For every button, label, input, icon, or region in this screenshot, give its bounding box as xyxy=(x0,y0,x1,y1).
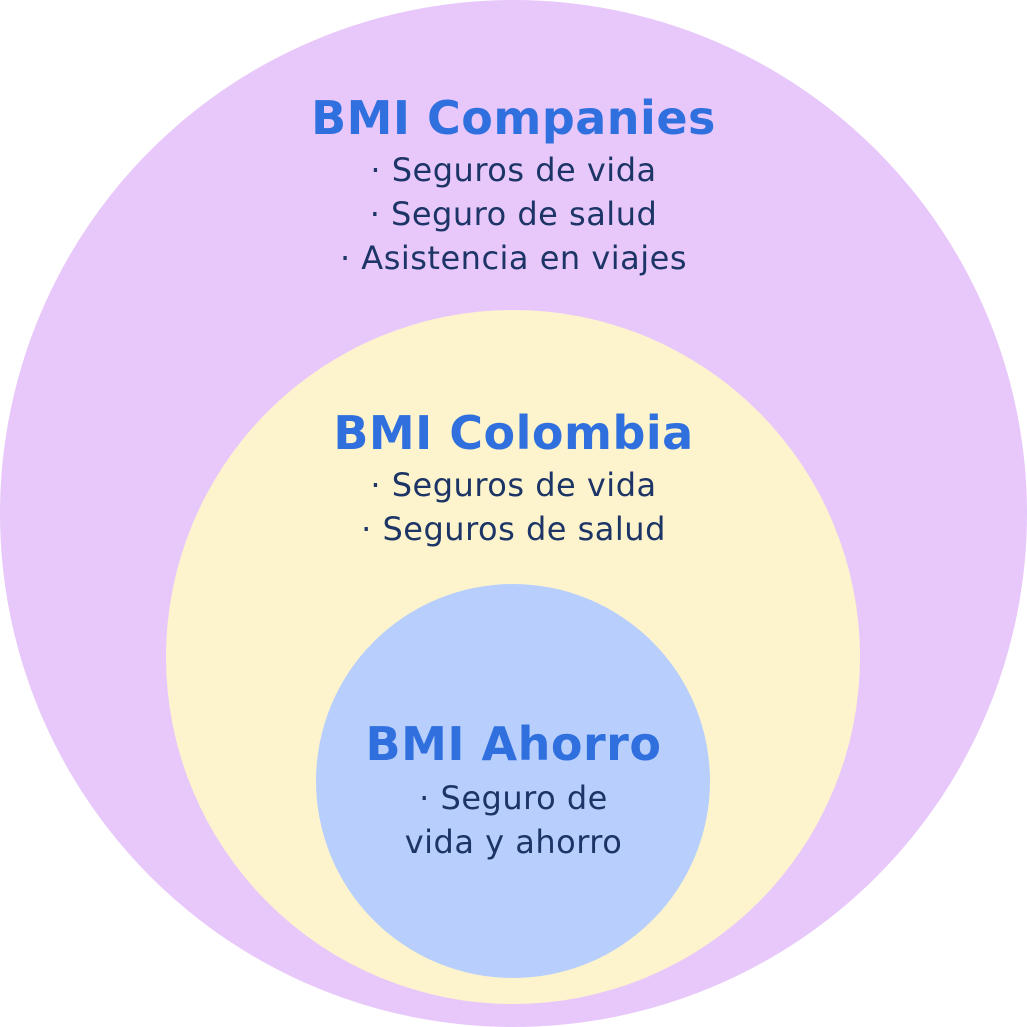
list-item: · Seguros de vida xyxy=(370,466,657,504)
bmi-companies-title: BMI Companies xyxy=(311,91,716,145)
list-item: · Asistencia en viajes xyxy=(339,239,688,277)
list-item: · Seguros de salud xyxy=(361,510,666,548)
bmi-colombia-block: BMI Colombia · Seguros de vida · Seguros… xyxy=(0,405,1027,551)
inner-circle-bmi-ahorro xyxy=(316,584,710,978)
list-item: · Seguro de salud xyxy=(369,195,658,233)
list-item: · Seguros de vida xyxy=(370,151,657,189)
bmi-companies-block: BMI Companies · Seguros de vida · Seguro… xyxy=(0,90,1027,280)
bmi-colombia-title: BMI Colombia xyxy=(333,406,694,460)
bmi-colombia-list: · Seguros de vida · Seguros de salud xyxy=(0,463,1027,551)
bmi-ahorro-title: BMI Ahorro xyxy=(365,717,662,771)
bmi-ahorro-block: BMI Ahorro · Seguro de vida y ahorro xyxy=(0,716,1027,864)
list-item: vida y ahorro xyxy=(404,823,623,861)
bmi-ahorro-list: · Seguro de vida y ahorro xyxy=(0,776,1027,864)
list-item: · Seguro de xyxy=(419,779,608,817)
bmi-companies-list: · Seguros de vida · Seguro de salud · As… xyxy=(0,148,1027,280)
